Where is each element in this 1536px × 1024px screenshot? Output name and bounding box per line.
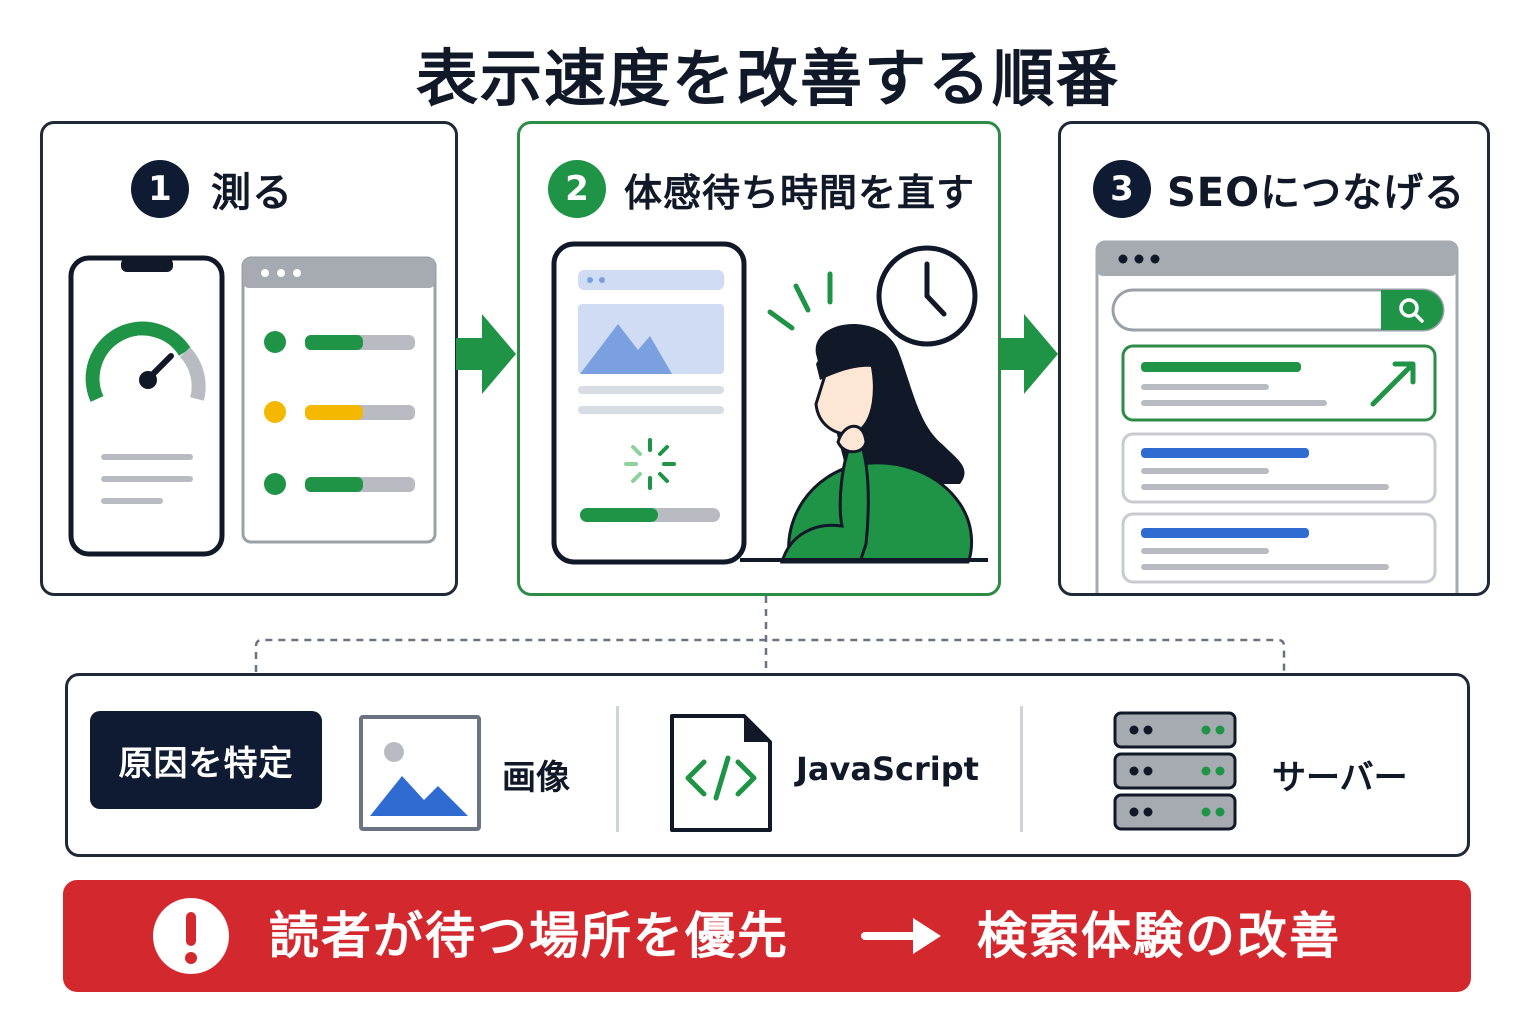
trend-up-arrow-icon	[1370, 361, 1416, 407]
image-icon	[580, 324, 672, 374]
arrow-right-icon	[998, 314, 1058, 394]
step-3-label: SEOにつなげる	[1167, 170, 1466, 216]
banner-left-text: 読者が待つ場所を優先	[269, 907, 789, 965]
step-3-header: 3 SEOにつなげる	[1093, 160, 1465, 218]
search-results-illustration	[1095, 240, 1459, 593]
arrow-right-icon	[456, 314, 516, 394]
cause-label-server: サーバー	[1272, 758, 1408, 798]
step-2-label: 体感待ち時間を直す	[624, 170, 976, 215]
step-2-panel: 2 体感待ち時間を直す	[517, 121, 1001, 596]
gauge-icon	[85, 321, 191, 402]
step-2-header: 2 体感待ち時間を直す	[548, 160, 975, 218]
cause-label-javascript: JavaScript	[796, 750, 979, 788]
warning-icon	[153, 898, 229, 974]
measure-illustration	[68, 255, 437, 557]
page-title: 表示速度を改善する順番	[415, 42, 1120, 115]
loading-spinner-icon	[624, 438, 676, 490]
waiting-person-illustration	[740, 324, 988, 564]
arrow-right-icon	[861, 918, 941, 954]
step-2-number: 2	[548, 160, 606, 218]
step-1-header: 1 測る	[131, 160, 293, 218]
step-1-number: 1	[131, 160, 189, 218]
waiting-illustration	[551, 241, 988, 565]
step-3-panel: 3 SEOにつなげる	[1058, 121, 1490, 596]
code-file-icon	[670, 714, 772, 832]
image-icon	[359, 715, 481, 831]
cause-box: 原因を特定 画像 JavaScript サーバー	[65, 673, 1470, 857]
cause-badge: 原因を特定	[90, 711, 322, 809]
step-3-number: 3	[1093, 160, 1151, 218]
cause-label-image: 画像	[502, 758, 570, 798]
banner-right-text: 検索体験の改善	[977, 907, 1341, 965]
search-icon	[1399, 298, 1424, 323]
priority-banner: 読者が待つ場所を優先 検索体験の改善	[63, 880, 1471, 992]
phone-speed-gauge	[68, 255, 225, 557]
clock-icon	[876, 245, 978, 347]
step-1-panel: 1 測る	[40, 121, 458, 596]
connector-lines	[254, 596, 1286, 672]
browser-metrics-window	[241, 256, 437, 544]
search-result-top	[1121, 344, 1437, 422]
server-icon	[1113, 711, 1237, 831]
step-1-label: 測る	[211, 170, 293, 216]
divider	[616, 706, 619, 832]
phone-loading	[551, 241, 747, 565]
divider	[1020, 706, 1023, 832]
